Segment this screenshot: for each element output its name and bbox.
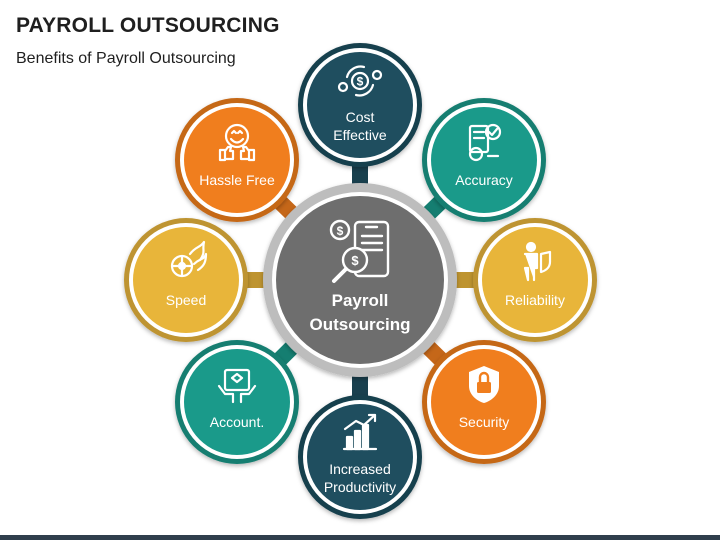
center-disc [276,196,444,364]
node-account: Account. [180,345,294,459]
node-security: Security [427,345,541,459]
person-shield-icon [523,241,552,282]
node-label-hassle-free: Hassle Free [199,172,275,188]
growth-chart-icon [342,413,378,451]
node-label-increased-productivity: Productivity [324,479,396,495]
happy-thumbs-up-icon [218,123,256,162]
node-disc [184,107,290,213]
center-label-line2: Outsourcing [309,315,410,334]
node-reliability: Reliability [478,223,592,337]
node-accuracy: Accuracy [427,103,541,217]
svg-text:$: $ [337,224,344,238]
node-disc [133,227,239,333]
node-disc [307,404,413,510]
padlock-shield-icon [469,366,499,403]
checklist-gear-icon [468,123,502,162]
page-subtitle: Benefits of Payroll Outsourcing [16,50,236,67]
mobile-payment-search-icon: $ $ [329,219,390,283]
node-disc [184,349,290,455]
benefit-nodes: $ CostEffectiveAccuracyReliabilitySecurit… [129,48,592,514]
node-label-speed: Speed [166,292,206,308]
center-hub: $ $ Payroll Outsourcing [263,183,457,377]
fire-wheel-icon [170,240,208,278]
node-disc [307,52,413,158]
node-disc [431,107,537,213]
node-hassle-free: Hassle Free [180,103,294,217]
dollar-gears-icon: $ [337,65,383,97]
bottom-accent-bar [0,535,720,540]
node-label-cost-effective: Effective [333,127,387,143]
node-label-account: Account. [210,414,264,430]
svg-text:$: $ [351,253,359,268]
node-label-cost-effective: Cost [346,109,375,125]
hands-tablet-icon [217,368,257,404]
node-label-increased-productivity: Increased [329,461,390,477]
node-speed: Speed [129,223,243,337]
node-label-accuracy: Accuracy [455,172,513,188]
node-label-security: Security [459,414,510,430]
center-label-line1: Payroll [332,291,389,310]
svg-text:$: $ [357,75,364,89]
node-label-reliability: Reliability [505,292,565,308]
page-title: PAYROLL OUTSOURCING [16,14,280,37]
